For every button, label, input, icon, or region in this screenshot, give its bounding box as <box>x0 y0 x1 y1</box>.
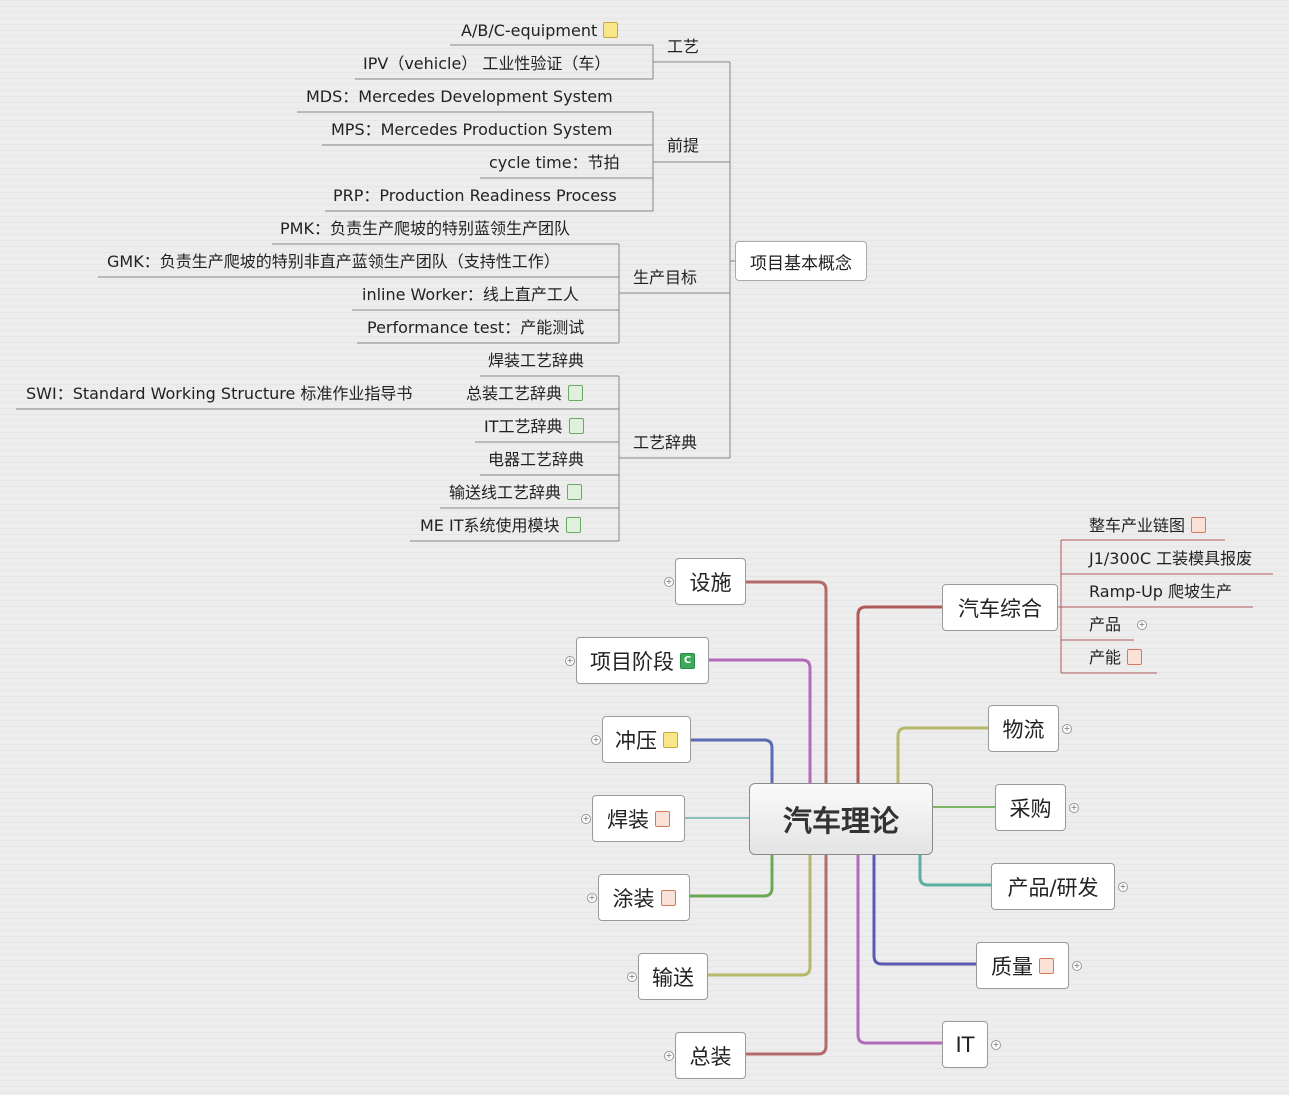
topic-me-it[interactable]: ME IT系统使用模块 <box>420 516 581 536</box>
topic-zongzhuang-cidian[interactable]: 总装工艺辞典 <box>466 384 584 404</box>
connector-it <box>856 851 944 1045</box>
topic-performance-test[interactable]: Performance test：产能测试 <box>367 318 585 337</box>
branch-chanpin-yanfa[interactable]: 产品/研发 <box>991 863 1115 910</box>
branch-wuliu[interactable]: 物流 <box>988 705 1059 752</box>
topic-prp[interactable]: PRP：Production Readiness Process <box>333 186 617 205</box>
topic-swi[interactable]: SWI：Standard Working Structure 标准作业指导书 <box>26 384 413 403</box>
connector-tuzhuang <box>688 851 774 898</box>
root-topic[interactable]: 汽车理论 <box>749 783 933 855</box>
connector-chanpin <box>918 851 993 887</box>
group-label-gongyi[interactable]: 工艺 <box>667 37 700 56</box>
excel-icon <box>567 484 583 500</box>
note-icon <box>663 731 678 748</box>
expand-icon[interactable]: + <box>565 656 575 666</box>
calendar-icon: C <box>680 652 695 669</box>
branch-sheshi[interactable]: 设施 <box>675 558 746 605</box>
expand-icon[interactable]: + <box>591 735 601 745</box>
branch-zhiliang[interactable]: 质量 <box>976 942 1069 989</box>
topic-pmk[interactable]: PMK：负责生产爬坡的特别蓝领生产团队 <box>280 219 570 238</box>
expand-icon[interactable]: + <box>1137 620 1147 630</box>
topic-ramp-up[interactable]: Ramp-Up 爬坡生产 <box>1089 582 1233 601</box>
branch-zongzhuang[interactable]: 总装 <box>675 1032 746 1079</box>
excel-icon <box>568 385 584 401</box>
powerpoint-icon <box>1039 957 1054 974</box>
powerpoint-icon <box>660 889 676 906</box>
branch-it[interactable]: IT <box>942 1021 988 1068</box>
branch-shusong[interactable]: 输送 <box>638 953 708 1000</box>
connector-xiangmu <box>707 658 812 787</box>
branch-chongya[interactable]: 冲压 <box>602 716 691 763</box>
topic-mds[interactable]: MDS：Mercedes Development System <box>306 87 613 106</box>
branch-qiche-zonghe[interactable]: 汽车综合 <box>942 584 1058 631</box>
topic-inline-worker[interactable]: inline Worker：线上直产工人 <box>362 285 579 304</box>
topic-hanzhuang-cidian[interactable]: 焊装工艺辞典 <box>488 351 585 370</box>
topic-abc-equipment[interactable]: A/B/C-equipment <box>461 21 619 41</box>
topic-chanpin[interactable]: 产品 <box>1089 615 1122 634</box>
connector-qiche <box>856 605 944 787</box>
connector-chongya <box>689 738 774 787</box>
powerpoint-icon <box>1191 517 1207 533</box>
topic-shusongxian-cidian[interactable]: 输送线工艺辞典 <box>449 483 583 503</box>
expand-icon[interactable]: + <box>587 893 597 903</box>
expand-icon[interactable]: + <box>1069 803 1079 813</box>
expand-icon[interactable]: + <box>1062 724 1072 734</box>
topic-chanyelian[interactable]: 整车产业链图 <box>1089 516 1207 536</box>
topic-it-cidian[interactable]: IT工艺辞典 <box>484 417 584 437</box>
group-label-shengchan[interactable]: 生产目标 <box>633 268 698 287</box>
expand-icon[interactable]: + <box>1072 961 1082 971</box>
connector-zhiliang <box>872 851 978 966</box>
topic-gmk[interactable]: GMK：负责生产爬坡的特别非直产蓝领生产团队（支持性工作） <box>107 252 560 271</box>
topic-j1-300c[interactable]: J1/300C 工装模具报废 <box>1089 549 1253 568</box>
topic-channeng[interactable]: 产能 <box>1089 648 1143 668</box>
expand-icon[interactable]: + <box>1118 882 1128 892</box>
excel-icon <box>565 517 581 533</box>
expand-icon[interactable]: + <box>664 1051 674 1061</box>
expand-icon[interactable]: + <box>664 577 674 587</box>
expand-icon[interactable]: + <box>991 1040 1001 1050</box>
basic-concept-node[interactable]: 项目基本概念 <box>735 241 867 281</box>
powerpoint-icon <box>1127 649 1143 665</box>
topic-ipv[interactable]: IPV（vehicle） 工业性验证（车） <box>363 54 611 73</box>
connector-shusong <box>706 851 812 977</box>
expand-icon[interactable]: + <box>581 814 591 824</box>
group-label-cidian[interactable]: 工艺辞典 <box>633 433 698 452</box>
note-icon <box>603 22 619 38</box>
branch-tuzhuang[interactable]: 涂装 <box>598 874 690 921</box>
group-label-qianti[interactable]: 前提 <box>667 136 700 155</box>
topic-cycle-time[interactable]: cycle time：节拍 <box>489 153 620 172</box>
topic-dianqi-cidian[interactable]: 电器工艺辞典 <box>488 450 585 469</box>
topic-mps[interactable]: MPS：Mercedes Production System <box>331 120 613 139</box>
branch-hanzhuang[interactable]: 焊装 <box>592 795 685 842</box>
expand-icon[interactable]: + <box>627 972 637 982</box>
branch-caigou[interactable]: 采购 <box>995 784 1066 831</box>
excel-icon <box>568 418 584 434</box>
powerpoint-icon <box>655 810 670 827</box>
connector-wuliu <box>896 726 990 787</box>
